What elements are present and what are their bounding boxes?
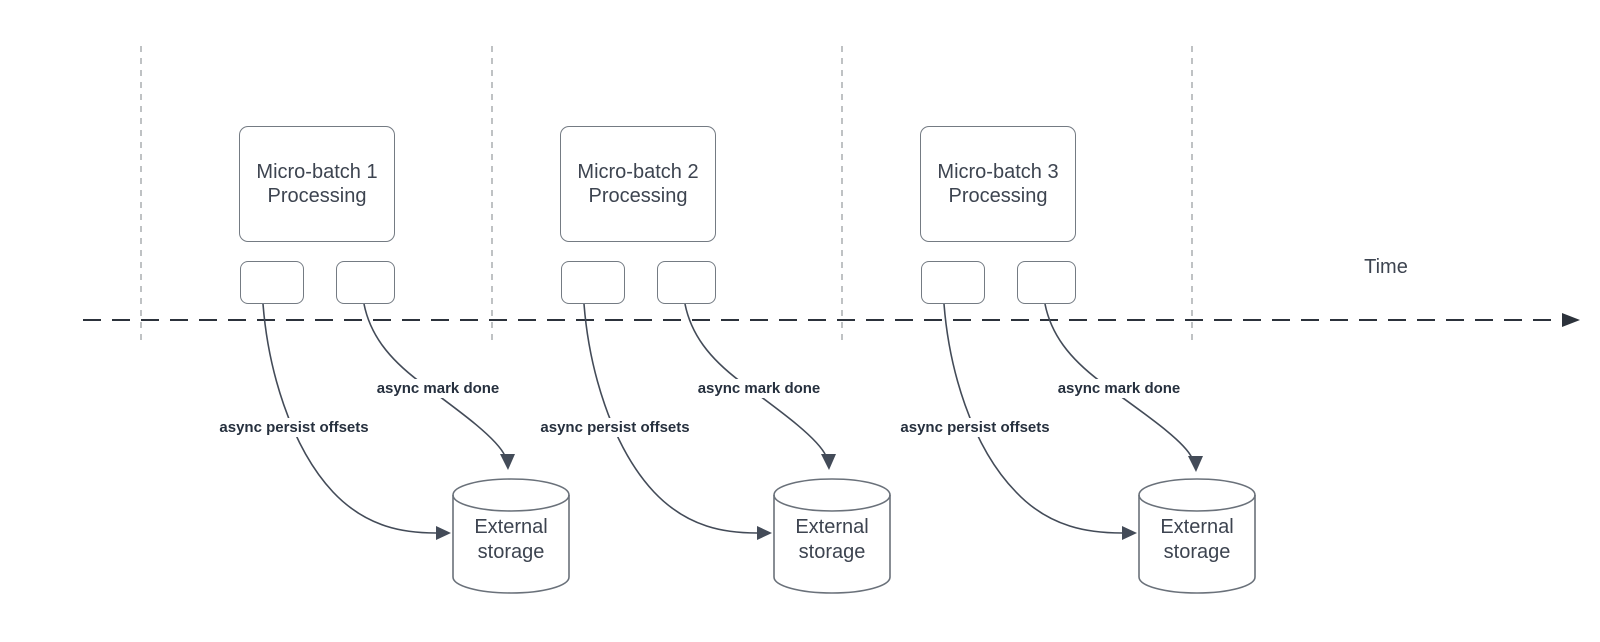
commit-task-box-3 <box>1017 261 1076 304</box>
cylinder-shape-icon <box>452 478 570 594</box>
processing-box-2: Micro-batch 2 Processing <box>560 126 716 242</box>
time-axis <box>83 313 1580 327</box>
external-storage-label-line1: External <box>795 516 869 538</box>
time-axis-label: Time <box>1364 256 1408 278</box>
mark-done-arrowhead-3-icon <box>1188 456 1203 472</box>
external-storage-label: External storage <box>1137 515 1257 565</box>
processing-box-1: Micro-batch 1 Processing <box>239 126 395 242</box>
processing-box-title-line1: Micro-batch 2 <box>577 161 699 183</box>
processing-box-title-line1: Micro-batch 3 <box>937 161 1059 183</box>
mark-done-label-1: async mark done <box>372 379 504 398</box>
interval-guide-lines <box>140 46 1193 341</box>
persist-offsets-label-3: async persist offsets <box>896 418 1054 437</box>
persist-offsets-label-1: async persist offsets <box>215 418 373 437</box>
microbatch-group-1: Micro-batch 1 Processing async persist o… <box>215 0 599 642</box>
offset-task-box-3 <box>921 261 985 304</box>
persist-offsets-arrowhead-2-icon <box>757 526 772 540</box>
processing-box-title-line2: Processing <box>588 185 688 207</box>
processing-box-title: Micro-batch 3 Processing <box>937 160 1058 208</box>
cylinder-shape-icon <box>1138 478 1256 594</box>
external-storage-label-line2: storage <box>477 541 545 563</box>
persist-offsets-arrow-2 <box>583 303 758 534</box>
offset-task-box-2 <box>561 261 625 304</box>
external-storage-cylinder-2: External storage <box>772 477 892 595</box>
cylinder-shape-icon <box>773 478 891 594</box>
commit-task-box-2 <box>657 261 716 304</box>
external-storage-cylinder-1: External storage <box>451 477 571 595</box>
external-storage-label-line2: storage <box>798 541 866 563</box>
external-storage-label-line1: External <box>474 516 548 538</box>
persist-offsets-arrow-3 <box>943 303 1123 534</box>
persist-offsets-arrowhead-1-icon <box>436 526 451 540</box>
mark-done-label-2: async mark done <box>693 379 825 398</box>
persist-offsets-label-2: async persist offsets <box>536 418 694 437</box>
microbatch-group-3: Micro-batch 3 Processing async persist o… <box>896 0 1280 642</box>
external-storage-label-line1: External <box>1160 516 1234 538</box>
external-storage-label: External storage <box>772 515 892 565</box>
processing-box-title-line1: Micro-batch 1 <box>256 161 378 183</box>
commit-task-box-1 <box>336 261 395 304</box>
persist-offsets-arrow-1 <box>262 303 437 534</box>
microbatch-group-2: Micro-batch 2 Processing async persist o… <box>536 0 920 642</box>
offset-task-box-1 <box>240 261 304 304</box>
external-storage-label-line2: storage <box>1163 541 1231 563</box>
persist-offsets-arrowhead-3-icon <box>1122 526 1137 540</box>
mark-done-label-3: async mark done <box>1053 379 1185 398</box>
processing-box-title: Micro-batch 2 Processing <box>577 160 698 208</box>
processing-box-title-line2: Processing <box>267 185 367 207</box>
external-storage-cylinder-3: External storage <box>1137 477 1257 595</box>
external-storage-label: External storage <box>451 515 571 565</box>
processing-box-title-line2: Processing <box>948 185 1048 207</box>
processing-box-title: Micro-batch 1 Processing <box>256 160 377 208</box>
mark-done-arrowhead-2-icon <box>821 454 836 470</box>
time-axis-arrowhead-icon <box>1562 313 1580 327</box>
mark-done-arrowhead-1-icon <box>500 454 515 470</box>
processing-box-3: Micro-batch 3 Processing <box>920 126 1076 242</box>
